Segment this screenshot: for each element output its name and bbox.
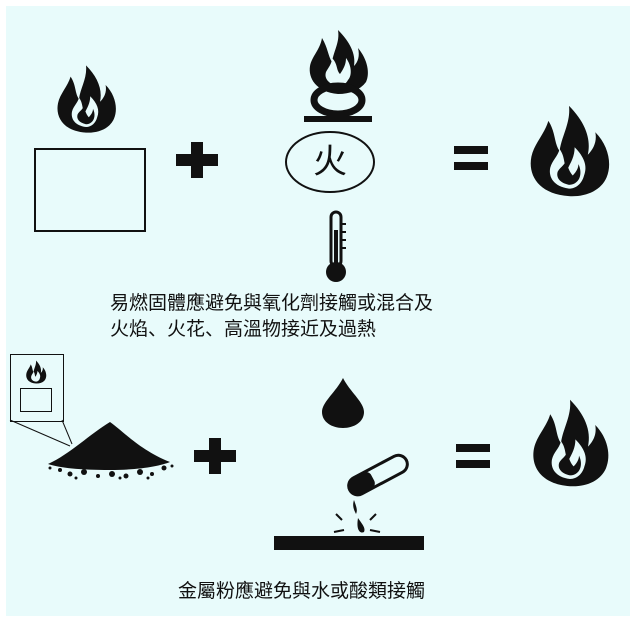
caption-metal-powder: 金屬粉應避免與水或酸類接觸 [178,578,425,604]
thermometer-icon [322,210,350,284]
small-solid-box [20,388,52,412]
acid-corrosion-icon [272,460,428,554]
water-drop-icon [320,378,366,428]
caption-line-1: 易燃固體應避免與氧化劑接觸或混合及 [110,290,433,316]
plus-sign [176,142,218,178]
equals-sign-2 [456,444,490,468]
fire-character-label: 火 [285,140,375,184]
flammable-solid-box [34,148,146,232]
equals-sign [454,146,488,170]
plus-sign-2 [194,438,236,474]
fire-result-icon-2 [524,398,616,488]
caption-line-2: 火焰、火花、高溫物接近及過熱 [110,316,376,342]
oxidizer-icon [298,30,378,122]
small-flame-icon [24,360,48,384]
fire-result-icon [520,104,618,198]
flame-icon [50,64,122,134]
metal-powder-pile [40,420,180,480]
